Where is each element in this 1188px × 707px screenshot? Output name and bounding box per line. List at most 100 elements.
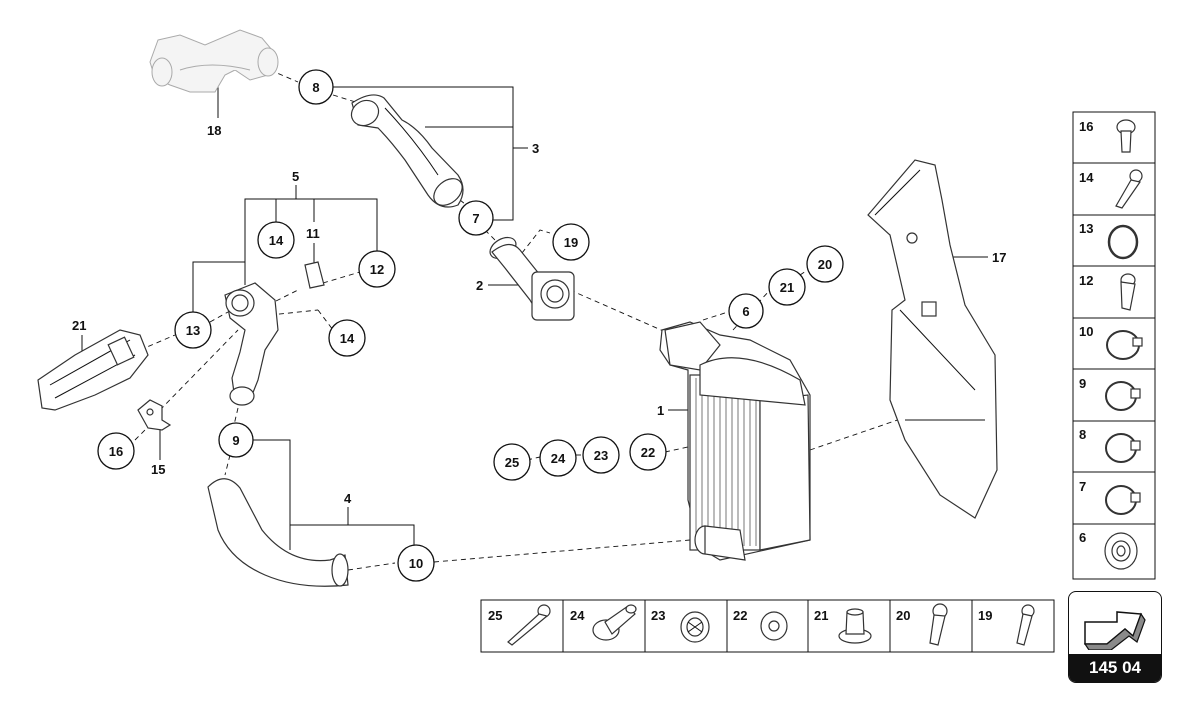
bolt-icon xyxy=(1116,119,1136,153)
svg-text:2: 2 xyxy=(476,278,483,293)
callout-4[interactable]: 4 xyxy=(344,491,352,506)
svg-text:20: 20 xyxy=(896,608,910,623)
callout-19[interactable]: 19 xyxy=(552,223,590,261)
svg-text:20: 20 xyxy=(818,257,832,272)
callout-21-right[interactable]: 21 xyxy=(768,268,806,306)
svg-text:12: 12 xyxy=(1079,273,1093,288)
hose-clamp-icon xyxy=(1105,433,1141,463)
callout-16[interactable]: 16 xyxy=(97,432,135,470)
svg-text:18: 18 xyxy=(207,123,221,138)
side-row-13[interactable]: 13 xyxy=(1079,221,1139,260)
svg-text:21: 21 xyxy=(780,280,794,295)
bottom-cell-23[interactable]: 23 xyxy=(651,608,710,643)
bottom-parts-panel: 25 24 23 22 xyxy=(480,599,1055,653)
bottom-cell-24[interactable]: 24 xyxy=(570,604,637,641)
callout-13[interactable]: 13 xyxy=(174,311,212,349)
bottom-cell-19[interactable]: 19 xyxy=(978,604,1035,646)
svg-text:22: 22 xyxy=(733,608,747,623)
bolt-icon xyxy=(929,603,948,646)
long-bolt-icon xyxy=(507,604,551,646)
next-page-arrow-icon[interactable] xyxy=(1079,598,1153,650)
callout-9[interactable]: 9 xyxy=(218,422,254,458)
callout-24[interactable]: 24 xyxy=(539,439,577,477)
callout-12[interactable]: 12 xyxy=(358,250,396,288)
svg-text:13: 13 xyxy=(186,323,200,338)
svg-text:5: 5 xyxy=(292,169,299,184)
side-row-8[interactable]: 8 xyxy=(1079,427,1141,463)
svg-text:23: 23 xyxy=(594,448,608,463)
page-nav-box: 145 04 xyxy=(1068,591,1162,683)
callout-20[interactable]: 20 xyxy=(806,245,844,283)
svg-text:19: 19 xyxy=(564,235,578,250)
callout-22[interactable]: 22 xyxy=(629,433,667,471)
callout-17[interactable]: 17 xyxy=(992,250,1006,265)
svg-text:16: 16 xyxy=(109,444,123,459)
side-row-10[interactable]: 10 xyxy=(1079,324,1143,360)
callout-3[interactable]: 3 xyxy=(532,141,539,156)
svg-text:9: 9 xyxy=(232,433,239,448)
callout-15[interactable]: 15 xyxy=(151,462,165,477)
callout-23[interactable]: 23 xyxy=(582,436,620,474)
svg-text:24: 24 xyxy=(570,608,585,623)
callout-25[interactable]: 25 xyxy=(493,443,531,481)
part-2-coupling-drawing xyxy=(489,236,575,321)
grommet-icon xyxy=(680,611,710,643)
callout-21-left[interactable]: 21 xyxy=(72,318,86,333)
bottom-cell-25[interactable]: 25 xyxy=(488,604,551,646)
svg-text:6: 6 xyxy=(1079,530,1086,545)
part-3-hose-drawing xyxy=(350,94,464,208)
bottom-cell-21[interactable]: 21 xyxy=(814,608,872,644)
svg-text:21: 21 xyxy=(814,608,828,623)
part-4-hose-drawing xyxy=(207,478,349,587)
side-row-16[interactable]: 16 xyxy=(1079,119,1136,153)
svg-text:15: 15 xyxy=(151,462,165,477)
washer-icon xyxy=(760,611,788,641)
callout-8[interactable]: 8 xyxy=(298,69,334,105)
pulley-icon xyxy=(1104,532,1138,570)
callout-6[interactable]: 6 xyxy=(728,293,764,329)
bottom-cell-20[interactable]: 20 xyxy=(896,603,948,646)
hose-clamp-icon xyxy=(1105,485,1141,515)
hose-clamp-icon xyxy=(1105,381,1141,411)
svg-text:25: 25 xyxy=(488,608,502,623)
svg-text:3: 3 xyxy=(532,141,539,156)
svg-text:17: 17 xyxy=(992,250,1006,265)
screw-icon xyxy=(1120,273,1136,311)
callout-5[interactable]: 5 xyxy=(292,169,299,184)
callout-7[interactable]: 7 xyxy=(458,200,494,236)
svg-text:7: 7 xyxy=(1079,479,1086,494)
stud-bolt-icon xyxy=(1115,169,1143,209)
svg-text:19: 19 xyxy=(978,608,992,623)
svg-text:8: 8 xyxy=(312,80,319,95)
callout-14-upper[interactable]: 14 xyxy=(257,221,295,259)
side-row-9[interactable]: 9 xyxy=(1079,376,1141,411)
o-ring-icon xyxy=(1107,224,1139,260)
side-row-6[interactable]: 6 xyxy=(1079,530,1138,570)
bottom-cell-22[interactable]: 22 xyxy=(733,608,788,641)
callout-1[interactable]: 1 xyxy=(657,403,664,418)
svg-text:22: 22 xyxy=(641,445,655,460)
svg-text:7: 7 xyxy=(472,211,479,226)
part-5-pipe-drawing xyxy=(224,261,325,406)
svg-text:4: 4 xyxy=(344,491,352,506)
svg-text:25: 25 xyxy=(505,455,519,470)
svg-text:21: 21 xyxy=(72,318,86,333)
side-row-7[interactable]: 7 xyxy=(1079,479,1141,515)
svg-text:14: 14 xyxy=(269,233,284,248)
svg-text:1: 1 xyxy=(657,403,664,418)
callout-18[interactable]: 18 xyxy=(207,123,221,138)
bolt-icon xyxy=(1016,604,1035,646)
svg-text:6: 6 xyxy=(742,304,749,319)
callout-14-lower[interactable]: 14 xyxy=(328,319,366,357)
callout-10[interactable]: 10 xyxy=(397,544,435,582)
side-row-14[interactable]: 14 xyxy=(1079,169,1143,209)
svg-text:16: 16 xyxy=(1079,119,1093,134)
svg-text:14: 14 xyxy=(1079,170,1094,185)
callout-11[interactable]: 11 xyxy=(306,226,320,241)
svg-text:10: 10 xyxy=(409,556,423,571)
callout-2[interactable]: 2 xyxy=(476,278,483,293)
side-row-12[interactable]: 12 xyxy=(1079,273,1136,311)
hose-clamp-icon xyxy=(1106,330,1143,360)
part-1-intercooler-drawing xyxy=(659,321,811,561)
